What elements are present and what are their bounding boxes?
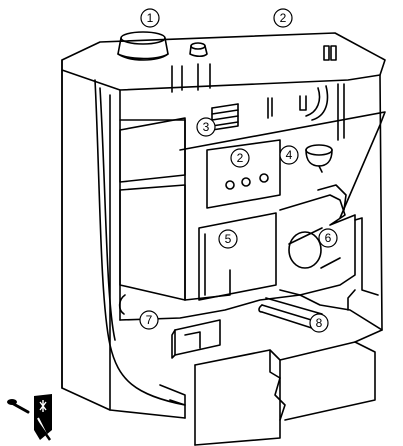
callout-6: 6 — [318, 228, 338, 248]
callout-8-label: 8 — [316, 316, 323, 330]
expansion-vessel — [305, 144, 333, 173]
callout-7: 7 — [139, 310, 159, 330]
top-fitting — [189, 42, 208, 58]
burner-door — [198, 212, 277, 301]
front-base — [159, 341, 376, 446]
callout-2-top: 2 — [273, 8, 293, 28]
callout-5-label: 5 — [225, 232, 232, 246]
callout-6-label: 6 — [325, 231, 332, 245]
callout-8: 8 — [309, 313, 329, 333]
control-panel — [206, 139, 281, 209]
flue-collar — [117, 31, 169, 61]
callout-2-panel-label: 2 — [237, 151, 244, 165]
callout-1-label: 1 — [147, 11, 154, 25]
right-chamber — [347, 217, 379, 311]
upper-panel — [119, 117, 186, 183]
callout-2-panel: 2 — [230, 148, 250, 168]
ash-pan — [171, 319, 221, 359]
callout-5: 5 — [218, 229, 238, 249]
lower-pipes — [258, 297, 323, 331]
burner-chamber — [119, 184, 231, 301]
callout-4-label: 4 — [286, 148, 293, 162]
tools-icon — [7, 394, 52, 441]
callout-7-label: 7 — [146, 313, 153, 327]
callout-1: 1 — [140, 8, 160, 28]
callout-3: 3 — [196, 117, 216, 137]
top-pipes — [323, 45, 337, 61]
burner — [279, 184, 356, 296]
callout-3-label: 3 — [203, 120, 210, 134]
callout-2-top-label: 2 — [280, 11, 287, 25]
heat-exchanger-coil — [211, 103, 239, 131]
lower-interior — [118, 294, 383, 331]
boiler-casing — [61, 32, 386, 419]
internal-pipes — [171, 63, 345, 141]
callout-4: 4 — [279, 145, 299, 165]
